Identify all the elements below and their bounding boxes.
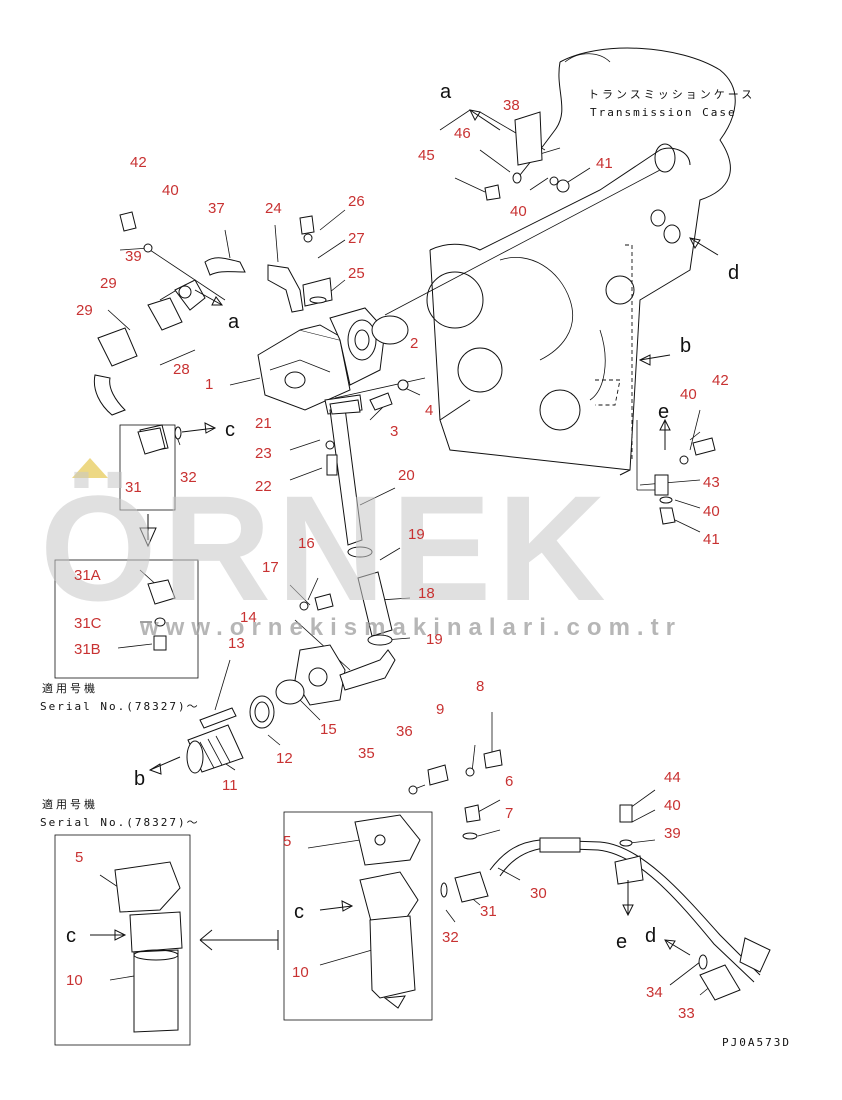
part-label: 19 [426,631,443,648]
part-label: 44 [664,769,681,786]
ref-letter: c [294,901,304,923]
part-label: 40 [510,203,527,220]
part-label: 3 [390,423,398,440]
part-label: 25 [348,265,365,282]
part-label: 1 [205,376,213,393]
part-label: 31C [74,615,102,632]
part-label: 23 [255,445,272,462]
header-en: Transmission Case [590,106,737,119]
part-label: 28 [173,361,190,378]
ref-letter: e [658,401,669,423]
part-label: 18 [418,585,435,602]
part-label: 13 [228,635,245,652]
header-jp: トランスミッションケース [588,88,755,101]
part-label: 40 [664,797,681,814]
part-label: 42 [130,154,147,171]
part-label: 7 [505,805,513,822]
part-label: 24 [265,200,282,217]
part-label: 39 [125,248,142,265]
part-label: 12 [276,750,293,767]
part-label: 31 [125,479,142,496]
part-label: 33 [678,1005,695,1022]
part-label: 29 [76,302,93,319]
ref-letter: d [728,262,739,284]
part-label: 6 [505,773,513,790]
part-label: 37 [208,200,225,217]
serial-note-1-en: Serial No.(78327)～ [40,700,200,713]
serial-note-2-en: Serial No.(78327)～ [40,816,200,829]
watermark-url: www.ornekismakinalari.com.tr [139,614,682,641]
part-label: 4 [425,402,433,419]
part-label: 39 [664,825,681,842]
part-label: 29 [100,275,117,292]
transmission-case-outline [426,47,736,476]
part-label: 36 [396,723,413,740]
ref-letter: d [645,925,656,947]
part-label: 31 [480,903,497,920]
part-label: 40 [162,182,179,199]
part-label: 5 [75,849,83,866]
upper-piping [93,211,327,453]
ref-letter: b [134,768,145,790]
part-label: 10 [292,964,309,981]
filter-assembly-main [283,749,503,1021]
part-label: 14 [240,609,257,626]
part-label: 32 [442,929,459,946]
drawing-code: PJ0A573D [722,1036,791,1049]
filter-assembly-alt [54,834,279,1046]
ref-letter: a [440,81,452,103]
part-label: 41 [703,531,720,548]
ref-letter: a [228,311,240,333]
part-label: 38 [503,97,520,114]
ref-letter: e [616,931,627,953]
part-label: 5 [283,833,291,850]
watermark: ÖRNEK www.ornekismakinalari.com.tr [40,458,682,641]
part-label: 11 [222,777,238,794]
reference-arrows [90,109,719,956]
part-label: 20 [398,467,415,484]
part-label: 8 [476,678,484,695]
part-label: 31A [74,567,101,584]
reference-letters: a a b b c c c d d e e [66,81,739,953]
part-label: 45 [418,147,435,164]
part-label: 40 [703,503,720,520]
watermark-brand: ÖRNEK [40,464,612,632]
part-label: 10 [66,972,83,989]
part-label: 43 [703,474,720,491]
outlet-hose [440,804,771,1001]
part-label: 46 [454,125,471,142]
part-labels: 42 40 39 29 29 28 37 24 26 27 25 2 1 21 … [66,97,729,1022]
part-label: 27 [348,230,365,247]
ref-letter: b [680,335,691,357]
watermark-accent [72,458,108,478]
part-label: 31B [74,641,101,658]
part-label: 26 [348,193,365,210]
part-label: 2 [410,335,418,352]
part-label: 17 [262,559,279,576]
part-label: 9 [436,701,444,718]
part-label: 30 [530,885,547,902]
part-label: 32 [180,469,197,486]
part-label: 42 [712,372,729,389]
fitting-31-callout [54,424,199,679]
part-label: 41 [596,155,613,172]
right-bracket-parts [484,111,716,525]
ref-letter: c [66,925,76,947]
part-label: 34 [646,984,663,1001]
part-label: 35 [358,745,375,762]
part-label: 16 [298,535,315,552]
part-label: 22 [255,478,272,495]
part-label: 21 [255,415,272,432]
part-label: 15 [320,721,337,738]
ref-letter: c [225,419,235,441]
strainer-assembly [186,593,396,774]
part-label: 19 [408,526,425,543]
main-pump-assembly [257,277,409,415]
serial-note-2-jp: 適用号機 [42,797,98,811]
suction-hose-assembly [325,399,393,646]
serial-note-1-jp: 適用号機 [42,681,98,695]
part-label: 40 [680,386,697,403]
